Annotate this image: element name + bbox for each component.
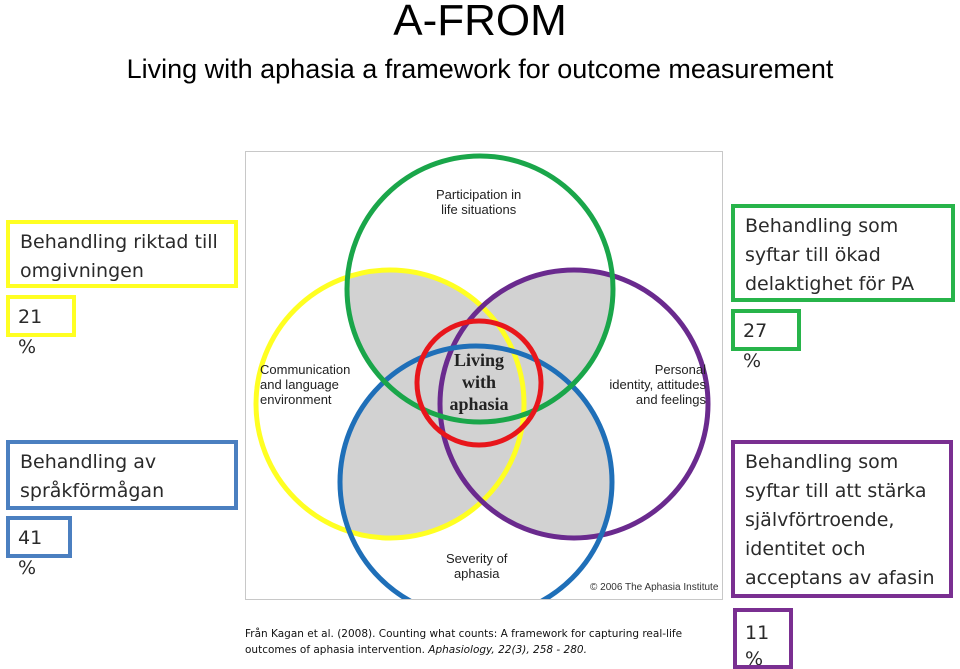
page-title: A-FROM bbox=[393, 0, 567, 45]
living-with-aphasia-label: Living with aphasia bbox=[449, 350, 509, 414]
language-treatment-label: Behandling av språkförmågan bbox=[20, 451, 165, 502]
communication-label: Communication and language environment bbox=[260, 362, 351, 407]
language-treatment-percent: 41 % bbox=[6, 516, 72, 579]
citation: Från Kagan et al. (2008). Counting what … bbox=[245, 626, 725, 658]
identity-treatment-percent: 11 % bbox=[733, 608, 793, 669]
participation-treatment-percent: 27 % bbox=[731, 309, 801, 372]
severity-label: Severity of aphasia bbox=[446, 551, 508, 581]
personal-label: Personal identity, attitudes and feeling… bbox=[609, 362, 706, 407]
identity-treatment-box: Behandling som syftar till att stärka sj… bbox=[731, 440, 953, 598]
identity-treatment-label: Behandling som syftar till att stärka sj… bbox=[745, 451, 935, 589]
citation-journal: Aphasiology, 22(3), 258 - 280. bbox=[428, 644, 587, 656]
environment-treatment-box: Behandling riktad till omgivningen bbox=[6, 220, 238, 288]
participation-treatment-label: Behandling som syftar till ökad delaktig… bbox=[745, 215, 915, 295]
environment-treatment-label: Behandling riktad till omgivningen bbox=[20, 231, 218, 282]
citation-text: Från Kagan et al. (2008). Counting what … bbox=[245, 628, 683, 656]
environment-treatment-percent: 21 % bbox=[6, 295, 76, 358]
page-subtitle: Living with aphasia a framework for outc… bbox=[126, 54, 834, 84]
participation-treatment-box: Behandling som syftar till ökad delaktig… bbox=[731, 204, 955, 302]
participation-label: Participation in life situations bbox=[436, 187, 522, 217]
copyright-notice: © 2006 The Aphasia Institute bbox=[590, 582, 719, 593]
living-with-aphasia-circle bbox=[414, 318, 544, 448]
communication-circle bbox=[253, 267, 527, 541]
identity-treatment-percent-value: 11 % bbox=[745, 622, 770, 669]
participation-circle bbox=[344, 153, 616, 425]
a-from-diagram: Participation in life situations Communi… bbox=[245, 151, 723, 600]
severity-circle bbox=[337, 343, 615, 599]
venn-diagram bbox=[253, 153, 711, 599]
personal-circle bbox=[437, 267, 711, 541]
language-treatment-box: Behandling av språkförmågan bbox=[6, 440, 238, 510]
